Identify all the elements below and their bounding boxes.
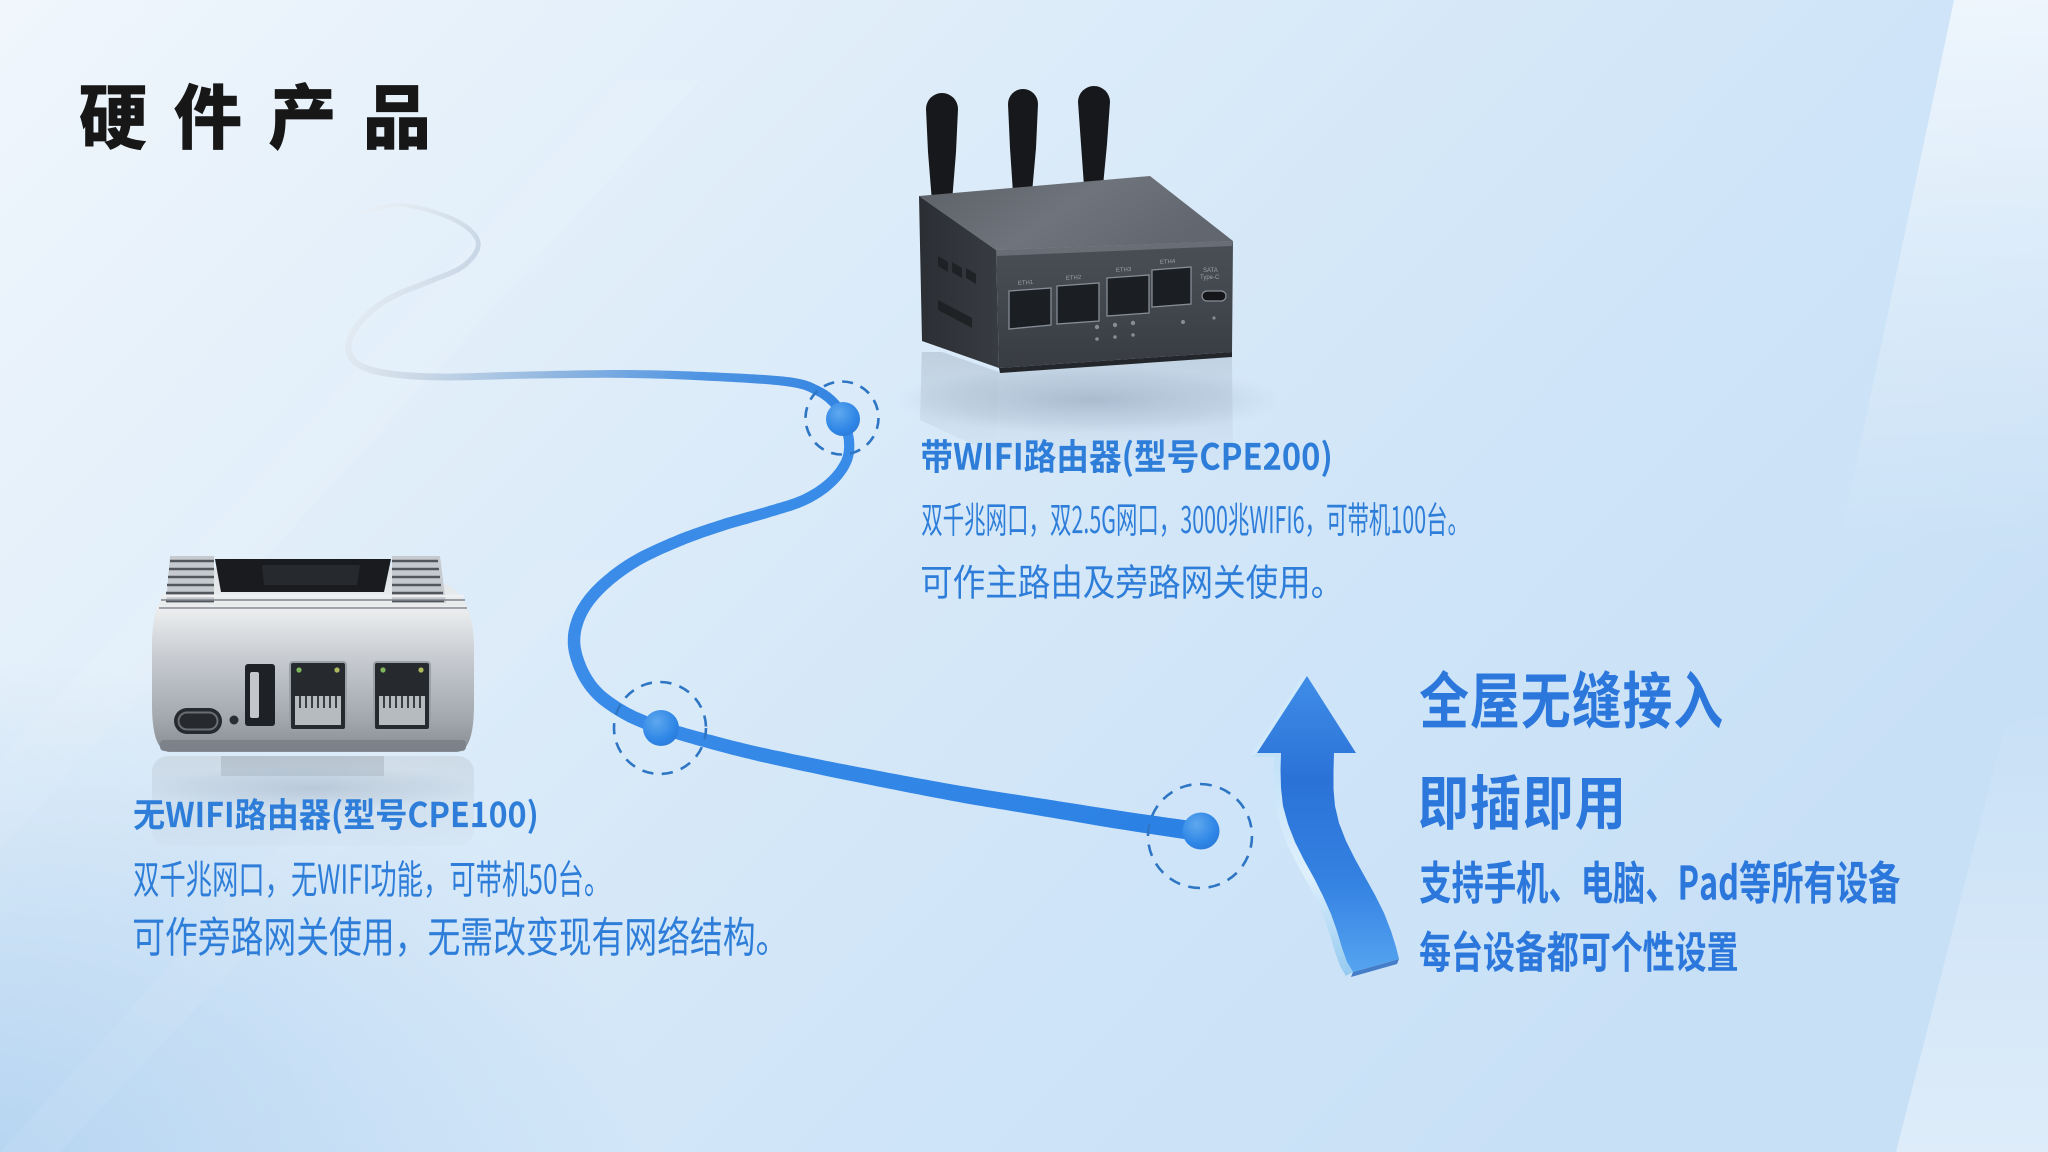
svg-text:ETH4: ETH4 [1160,259,1176,266]
svg-text:Type-C: Type-C [1200,275,1220,281]
svg-text:ETH2: ETH2 [1066,275,1082,282]
svg-text:ETH3: ETH3 [1116,267,1132,274]
svg-text:SATA: SATA [1203,268,1218,274]
svg-text:ETH1: ETH1 [1018,280,1034,287]
